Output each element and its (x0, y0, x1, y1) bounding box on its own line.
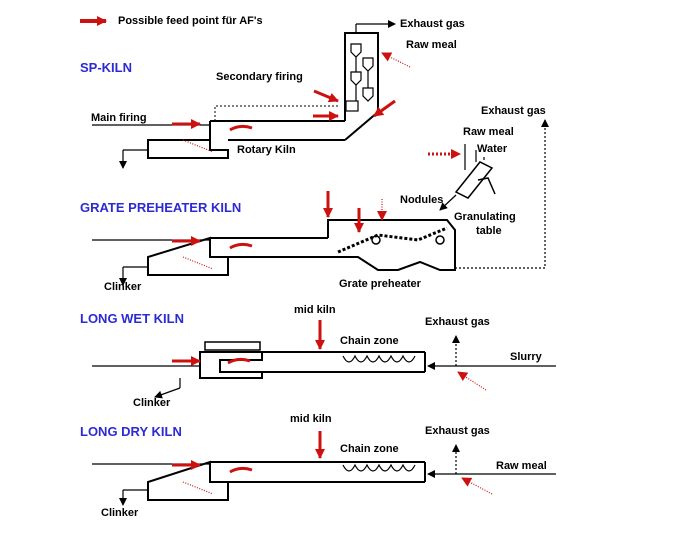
wet-slurry-label: Slurry (510, 351, 543, 363)
gp-clinker-label: Clinker (104, 281, 142, 293)
sp-main-firing-label: Main firing (91, 112, 147, 124)
long-wet-kiln (92, 335, 556, 399)
section-title-grate-preheater-kiln: GRATE PREHEATER KILN (80, 200, 241, 215)
wet-mid-kiln-label: mid kiln (294, 304, 336, 316)
sp-cyclones (345, 43, 374, 112)
gp-water-label: Water (477, 143, 508, 155)
dry-clinker-cooler (147, 460, 229, 501)
sp-secondary-firing-label: Secondary firing (216, 71, 303, 83)
wet-exhaust-label: Exhaust gas (425, 316, 490, 328)
gp-grate-preheater-housing (327, 219, 456, 271)
sp-feed-points (172, 52, 411, 153)
dry-raw-meal-label: Raw meal (496, 460, 547, 472)
sp-clinker-cooler (147, 139, 229, 159)
granulating-table (454, 161, 494, 199)
dry-feed-points (172, 431, 493, 495)
gp-nodules-label: Nodules (400, 194, 443, 206)
wet-feed-points (172, 320, 487, 391)
sp-preheater-tower (344, 32, 379, 121)
sp-raw-meal-label: Raw meal (406, 39, 457, 51)
gp-table-label: table (476, 225, 502, 237)
section-title-long-dry-kiln: LONG DRY KILN (80, 424, 182, 439)
dry-chain-zone-label: Chain zone (340, 443, 399, 455)
wet-chain-zone-label: Chain zone (340, 335, 399, 347)
gp-grate-preheater-label: Grate preheater (339, 278, 422, 290)
gp-clinker-cooler (147, 236, 229, 276)
legend: Possible feed point für AF's (80, 15, 263, 27)
gp-feed-points (172, 149, 461, 270)
dry-exhaust-label: Exhaust gas (425, 425, 490, 437)
gp-raw-meal-label: Raw meal (463, 126, 514, 138)
legend-label: Possible feed point für AF's (118, 15, 263, 27)
dry-clinker-label: Clinker (101, 507, 139, 519)
wet-clinker-label: Clinker (133, 397, 171, 409)
section-title-sp-kiln: SP-KILN (80, 60, 132, 75)
dry-mid-kiln-label: mid kiln (290, 413, 332, 425)
gp-granulating-label: Granulating (454, 211, 516, 223)
long-dry-kiln (92, 444, 556, 506)
section-title-long-wet-kiln: LONG WET KILN (80, 311, 184, 326)
wet-hood (199, 351, 263, 379)
gp-exhaust-label: Exhaust gas (481, 105, 546, 117)
sp-exhaust-label: Exhaust gas (400, 18, 465, 30)
sp-rotary-kiln-label: Rotary Kiln (237, 144, 296, 156)
